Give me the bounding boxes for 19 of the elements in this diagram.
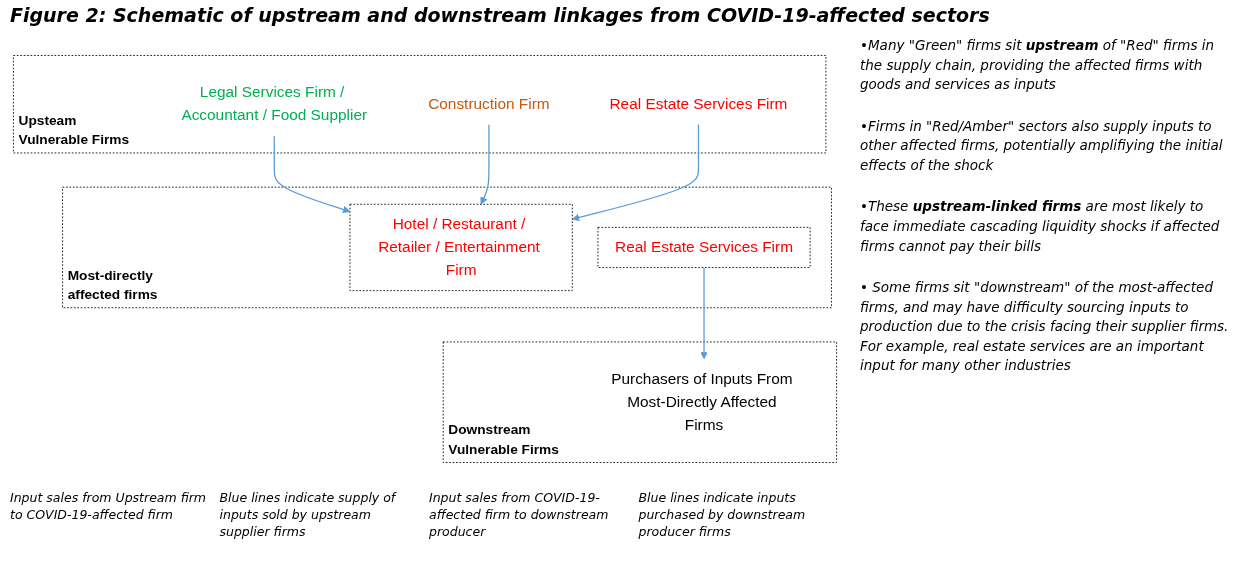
annotation-text: Blue lines indicate inputs purchased by downstream producer firms xyxy=(638,490,807,541)
arrow xyxy=(273,135,351,214)
node-box: Real Estate Services Firm xyxy=(597,226,811,268)
node-text: Legal Services Firm / Accountant / Food Supplier xyxy=(181,83,368,124)
note-text: • Some firms sit "downstream" of the most-affected firms, and may have difficulty sourcing inputs to production due to the crisis facing their supplier firms. For example, real estate services are an important input for many other industries xyxy=(860,278,1230,376)
figure-title: Figure 2: Schematic of upstream and downstream linkages from COVID-19-affected sectors xyxy=(10,4,990,26)
node-text: Real Estate Services Firm xyxy=(609,95,788,113)
note-text: •These upstream-linked firms are most likely to face immediate cascading liquidity shocks if affected firms cannot pay their bills xyxy=(860,197,1221,256)
node-text: Construction Firm xyxy=(428,95,550,113)
annotation-text: Input sales from COVID-19-affected firm to downstream producer xyxy=(429,490,610,541)
node-box: Hotel / Restaurant / Retailer / Entertainment Firm xyxy=(349,203,573,292)
arrow xyxy=(700,266,708,360)
node-text: Purchasers of Inputs From Most-Directly Affected Firms xyxy=(611,370,793,434)
annotation-text: Input sales from Upstream firm to COVID-19-affected firm xyxy=(10,490,208,524)
note-text: •Firms in "Red/Amber" sectors also supply inputs to other affected firms, potentially amplifiying the initial effects of the shock xyxy=(860,116,1224,175)
annotation-text: Blue lines indicate supply of inputs sold by upstream supplier firms xyxy=(219,490,398,541)
note-text: •Many "Green" firms sit upstream of "Red" firms in the supply chain, providing the affected firms with goods and services as inputs xyxy=(860,36,1216,95)
arrow xyxy=(571,123,700,222)
arrow xyxy=(480,123,490,205)
